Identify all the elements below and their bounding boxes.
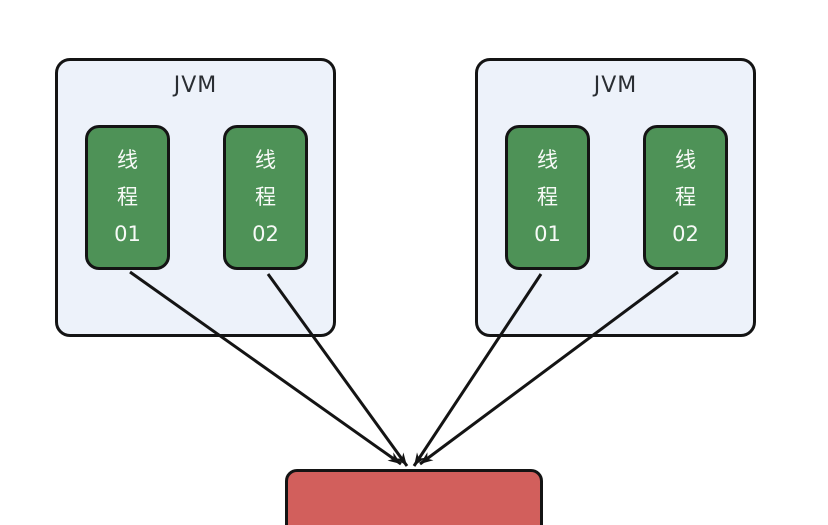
- thread-box-left-01: 线 程 01: [85, 125, 170, 270]
- thread-box-left-02: 线 程 02: [223, 125, 308, 270]
- thread-label: 线 程 02: [672, 148, 699, 246]
- thread-label: 线 程 01: [534, 148, 561, 246]
- jvm-left-title: JVM: [173, 73, 218, 98]
- jvm-right-title: JVM: [593, 73, 638, 98]
- thread-label: 线 程 01: [114, 148, 141, 246]
- thread-box-right-01: 线 程 01: [505, 125, 590, 270]
- shared-resource-box: [285, 469, 543, 525]
- jvm-box-left: JVM 线 程 01 线 程 02: [55, 58, 336, 337]
- thread-label: 线 程 02: [252, 148, 279, 246]
- thread-box-right-02: 线 程 02: [643, 125, 728, 270]
- jvm-box-right: JVM 线 程 01 线 程 02: [475, 58, 756, 337]
